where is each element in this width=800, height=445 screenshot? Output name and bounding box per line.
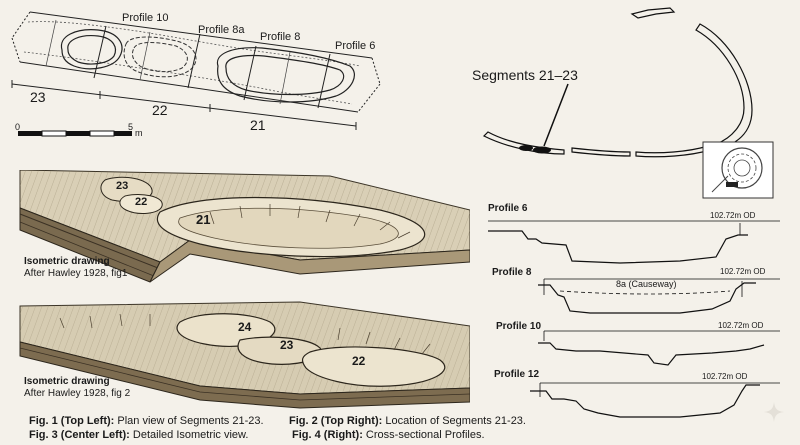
profile-name: Profile 10 xyxy=(496,321,542,332)
isometric-1-source: After Hawley 1928, fig1 xyxy=(24,268,128,279)
causeway-note: 8a (Causeway) xyxy=(616,279,677,289)
profile-label: Profile 10 xyxy=(122,12,169,24)
pit-number: 23 xyxy=(116,180,129,192)
caption-fig1-label: Fig. 1 (Top Left): xyxy=(29,415,115,427)
profile-name: Profile 12 xyxy=(494,369,540,380)
location-title: Segments 21–23 xyxy=(472,67,578,83)
caption-fig3: Fig. 3 (Center Left): Detailed Isometric… xyxy=(29,428,248,442)
caption-fig2-label: Fig. 2 (Top Right): xyxy=(289,415,383,427)
isometric-drawing-2 xyxy=(0,298,471,410)
pit-number: 22 xyxy=(352,354,366,368)
segment-number: 21 xyxy=(250,117,266,133)
profile-od: 102.72m OD xyxy=(702,372,748,381)
profile-name: Profile 8 xyxy=(492,267,532,278)
isometric-1-svg xyxy=(19,169,471,283)
segment-number: 22 xyxy=(152,102,168,118)
leader-line xyxy=(543,83,569,147)
profile-name: Profile 6 xyxy=(488,203,528,214)
sparkle-icon xyxy=(764,402,784,422)
isometric-2-svg xyxy=(19,301,471,409)
profiles-panel: Profile 6 102.72m OD Profile 8 102.72m O… xyxy=(480,203,800,425)
profile-od: 102.72m OD xyxy=(720,267,766,276)
caption-fig1: Fig. 1 (Top Left): Plan view of Segments… xyxy=(29,414,264,428)
isometric-2-source: After Hawley 1928, fig 2 xyxy=(24,388,131,399)
caption-fig2: Fig. 2 (Top Right): Location of Segments… xyxy=(289,414,526,428)
isometric-drawing-1: 23 22 21 xyxy=(0,169,471,290)
caption-fig3-label: Fig. 3 (Center Left): xyxy=(29,429,130,441)
profile-label: Profile 8 xyxy=(260,31,301,43)
caption-fig1-text: Plan view of Segments 21-23. xyxy=(114,415,264,427)
caption-fig4-label: Fig. 4 (Right): xyxy=(292,429,363,441)
scale-end: 5 xyxy=(128,122,134,132)
profile-od: 102.72m OD xyxy=(718,321,764,330)
location-map: Segments 21–23 xyxy=(460,0,800,200)
segment-number: 23 xyxy=(30,89,46,105)
isometric-1-title: Isometric drawing xyxy=(24,256,110,267)
caption-fig4: Fig. 4 (Right): Cross-sectional Profiles… xyxy=(292,428,485,442)
profile-label: Profile 6 xyxy=(335,40,376,52)
profile-label: Profile 8a xyxy=(198,24,245,36)
caption-fig4-text: Cross-sectional Profiles. xyxy=(362,429,485,441)
plan-view-drawing xyxy=(11,11,381,137)
plan-view: Profile 10 Profile 8a Profile 8 Profile … xyxy=(0,0,400,145)
highlighted-segment xyxy=(519,145,533,151)
highlighted-segment xyxy=(533,146,551,154)
pit-number: 21 xyxy=(196,212,211,227)
profiles-svg xyxy=(488,220,780,418)
pit-number: 22 xyxy=(135,196,148,208)
profile-od: 102.72m OD xyxy=(710,211,756,220)
isometric-2-title: Isometric drawing xyxy=(24,376,110,387)
enclosure-plan xyxy=(482,7,774,199)
scale-start: 0 xyxy=(15,122,21,132)
caption-fig3-text: Detailed Isometric view. xyxy=(129,429,249,441)
caption-fig2-text: Location of Segments 21-23. xyxy=(382,415,526,427)
pit-number: 24 xyxy=(238,320,252,334)
pit-number: 23 xyxy=(280,338,294,352)
scale-unit: m xyxy=(135,128,143,138)
